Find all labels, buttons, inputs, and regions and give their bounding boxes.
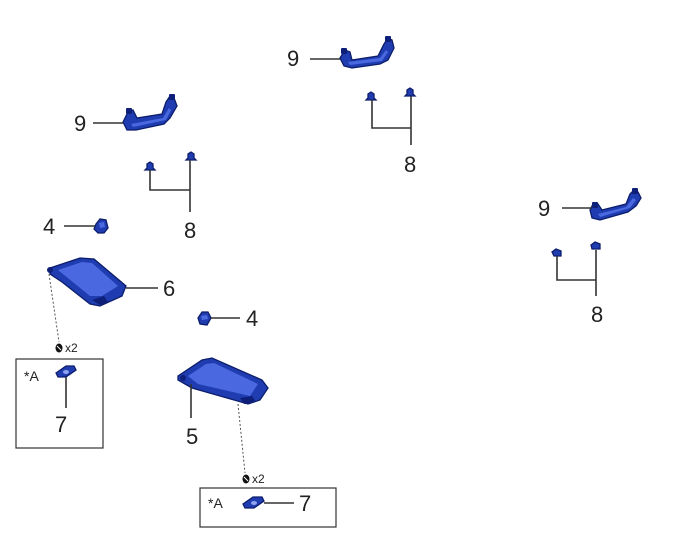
screw-left: [55, 343, 63, 353]
callout-8-top: 8: [404, 152, 416, 177]
dashed-leader-screw-bottom: [237, 403, 246, 474]
clip-top-right: [403, 87, 417, 97]
clip-right-b: [590, 241, 601, 250]
detail-label-bottom: *A: [208, 495, 223, 511]
visor-holder-left: [93, 218, 109, 234]
clip-left-a: [143, 161, 157, 171]
callout-9-right: 9: [538, 196, 550, 221]
detail-box-left: [15, 358, 104, 449]
callout-6: 6: [163, 276, 175, 301]
sun-visor-left: [47, 257, 127, 307]
quantity-bottom: x2: [252, 472, 265, 486]
assist-grip-right: [589, 188, 642, 221]
clip-top-left: [364, 91, 378, 101]
leader-8-right-a: [556, 256, 596, 281]
callout-7-bottom: 7: [299, 491, 311, 516]
assist-grip-top: [339, 36, 395, 69]
screw-bottom: [242, 474, 250, 484]
bracket-left: [55, 365, 77, 378]
bracket-bottom: [242, 496, 265, 509]
callout-4-mid: 4: [246, 306, 258, 331]
clip-left-b: [184, 151, 198, 161]
assist-grip-left: [122, 94, 178, 131]
callout-4-left: 4: [43, 214, 55, 239]
visor-holder-mid: [197, 311, 212, 326]
detail-label-left: *A: [24, 368, 39, 384]
leader-8-top-left: [371, 100, 411, 129]
callout-5: 5: [186, 424, 198, 449]
callout-9-top: 9: [287, 46, 299, 71]
callout-8-right: 8: [591, 302, 603, 327]
detail-box-bottom: [199, 487, 337, 528]
callout-8-left: 8: [184, 218, 196, 243]
callout-7-left: 7: [55, 412, 67, 437]
dashed-leader-screw-left: [48, 273, 60, 343]
callout-9-left: 9: [74, 111, 86, 136]
leader-8-left-a: [149, 170, 190, 191]
clip-right-a: [551, 248, 562, 257]
sun-visor-right: [177, 357, 269, 405]
quantity-left: x2: [65, 341, 78, 355]
